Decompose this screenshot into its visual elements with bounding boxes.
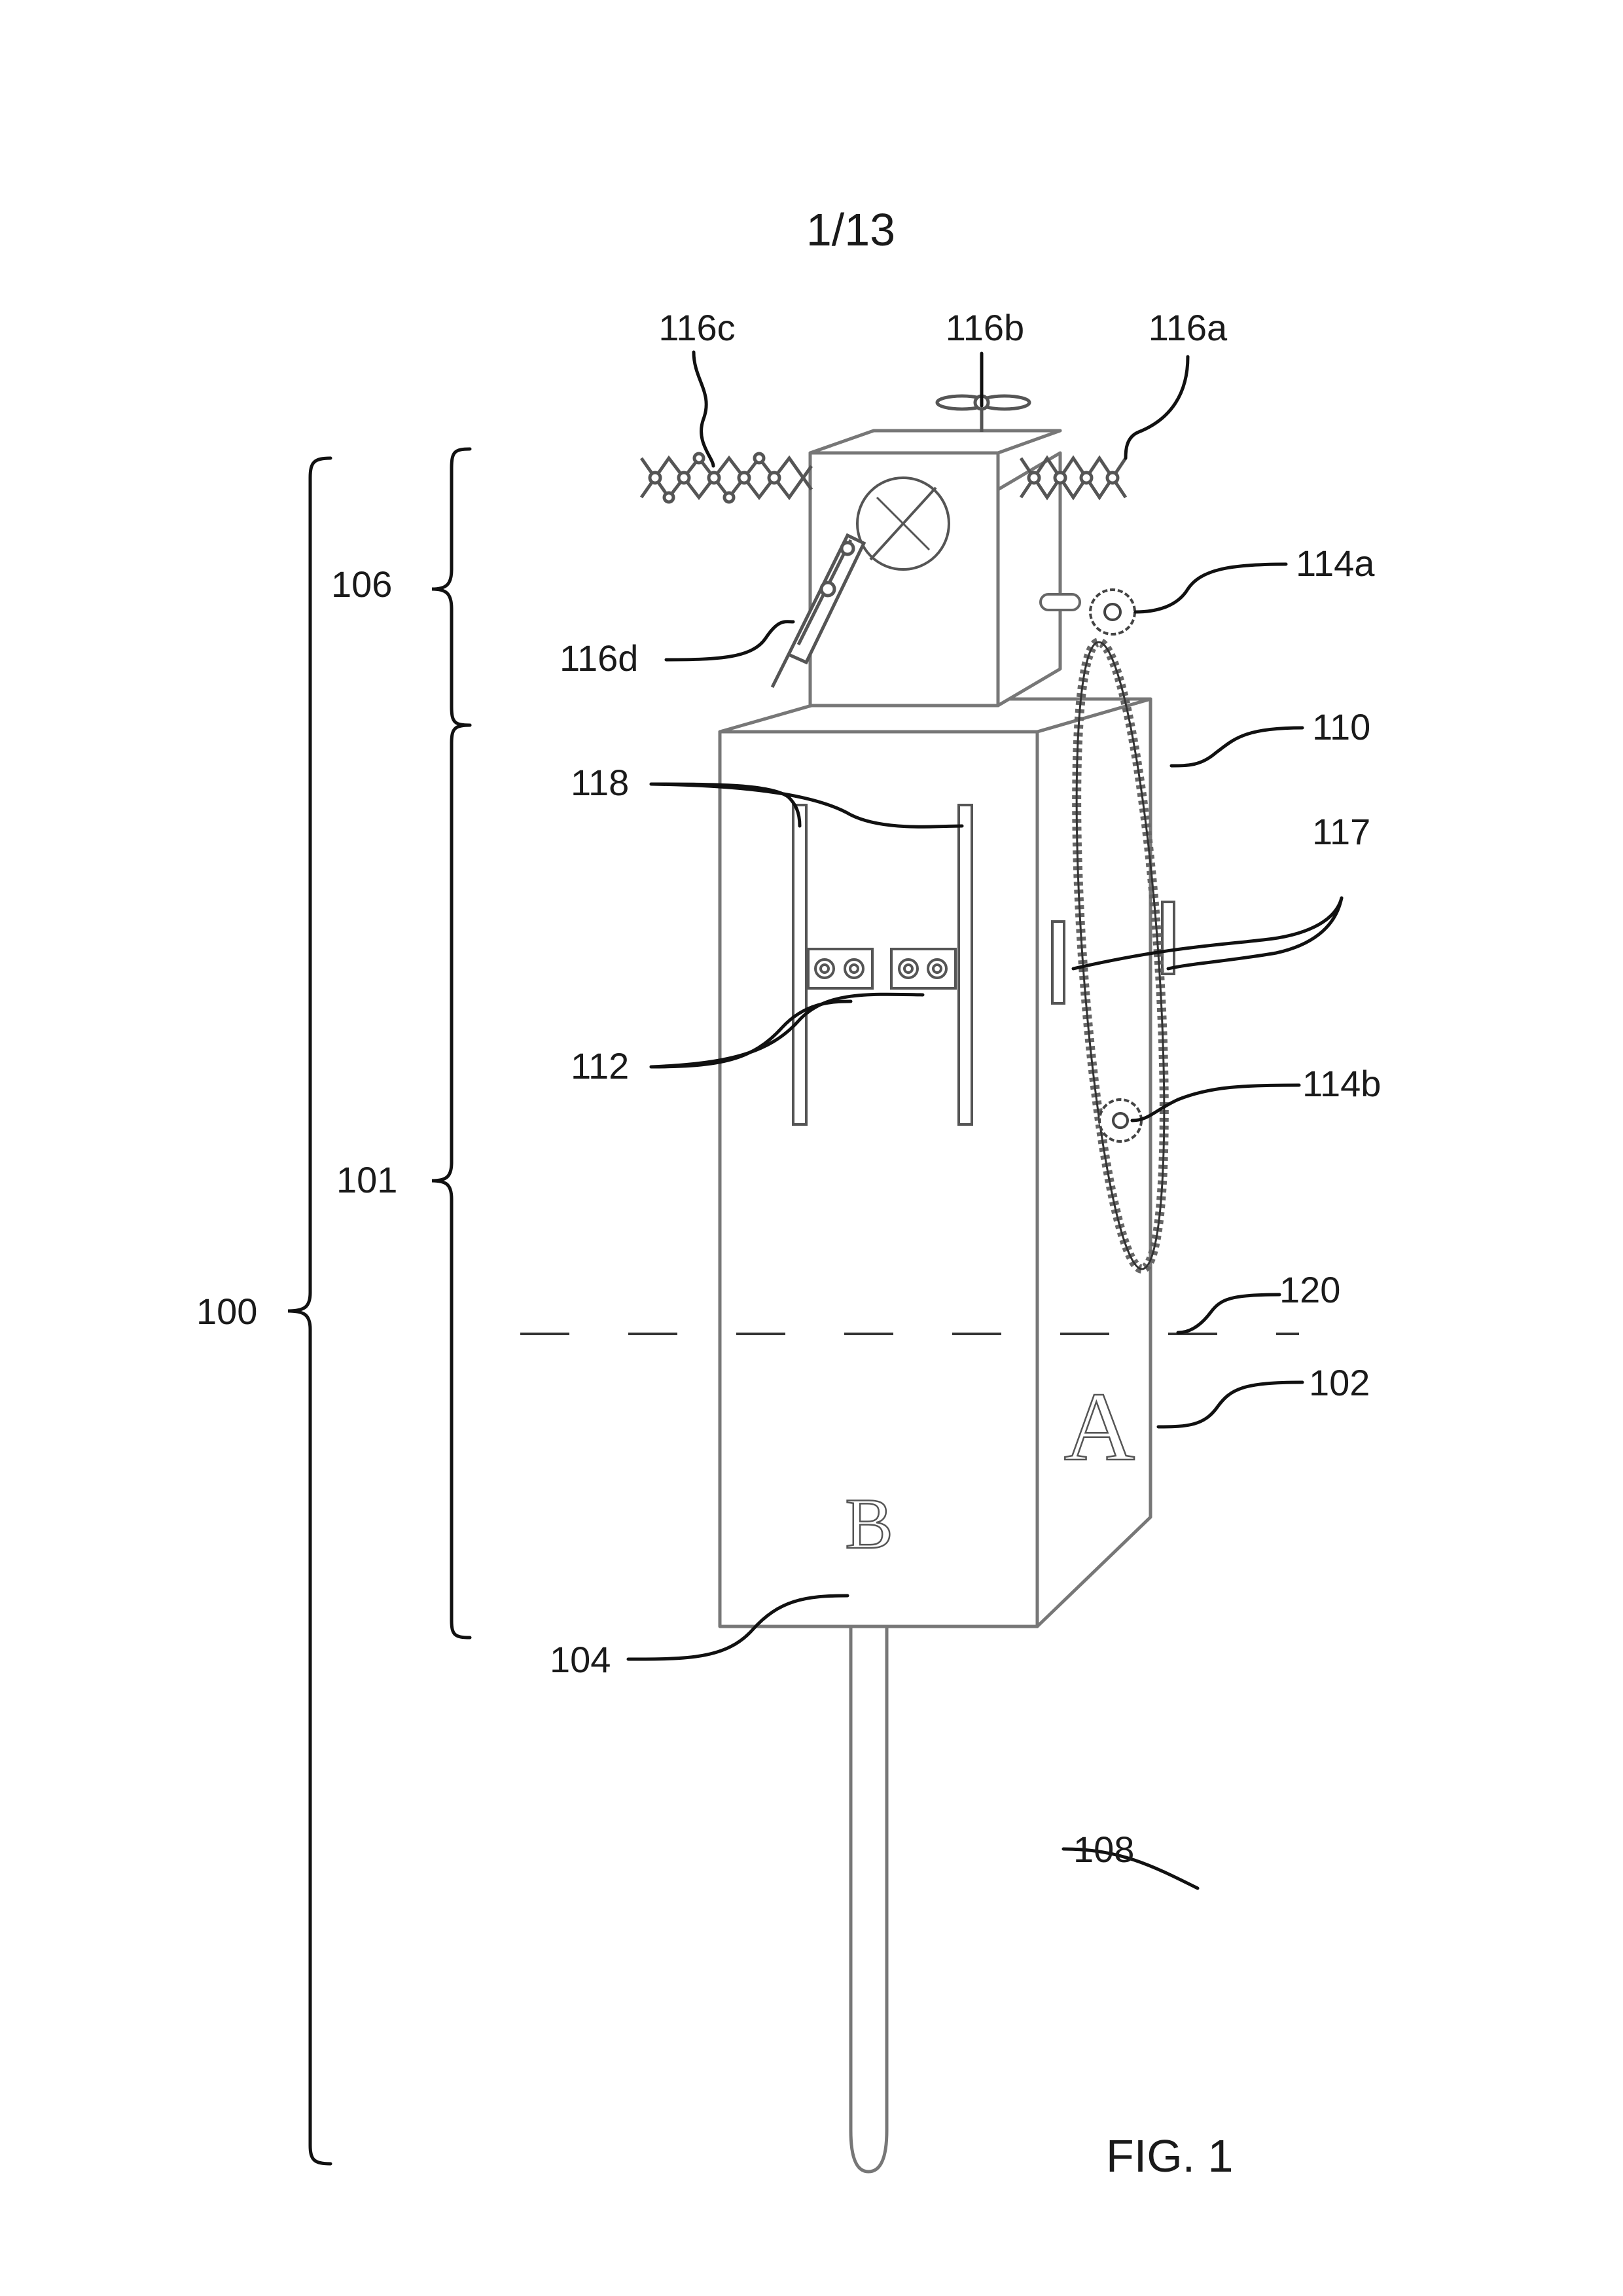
brace-101 [432,725,470,1638]
bracket-117-right [1162,902,1174,974]
ref-108: 108 [1073,1829,1134,1870]
ref-116a: 116a [1149,307,1228,348]
brace-100 [288,458,330,2164]
face-letter-a: A [1064,1372,1135,1481]
brace-106 [432,449,470,725]
stake-108 [851,1626,887,2172]
ref-120: 120 [1279,1269,1340,1310]
ref-117: 117 [1312,811,1370,852]
figure-label: FIG. 1 [1106,2130,1233,2181]
ref-102: 102 [1309,1362,1370,1403]
ref-101: 101 [336,1159,397,1200]
ref-114b: 114b [1302,1063,1381,1104]
ref-112: 112 [571,1045,629,1086]
ref-116b: 116b [946,307,1024,348]
face-letter-b: B [845,1484,893,1564]
side-face-a [1037,699,1150,1626]
ref-114a: 114a [1296,543,1375,584]
head-top-face [810,431,1060,453]
ref-116d: 116d [560,637,638,679]
sheet-number: 1/13 [806,204,895,255]
ref-118: 118 [571,762,629,803]
scissor-arm-116c [641,454,812,502]
sprocket-114a [1090,590,1135,634]
ref-106: 106 [331,564,392,605]
ref-116c: 116c [658,307,735,348]
ref-100: 100 [196,1291,257,1332]
ref-110: 110 [1312,706,1370,747]
device-body [720,699,1150,1626]
ref-104: 104 [550,1639,611,1680]
